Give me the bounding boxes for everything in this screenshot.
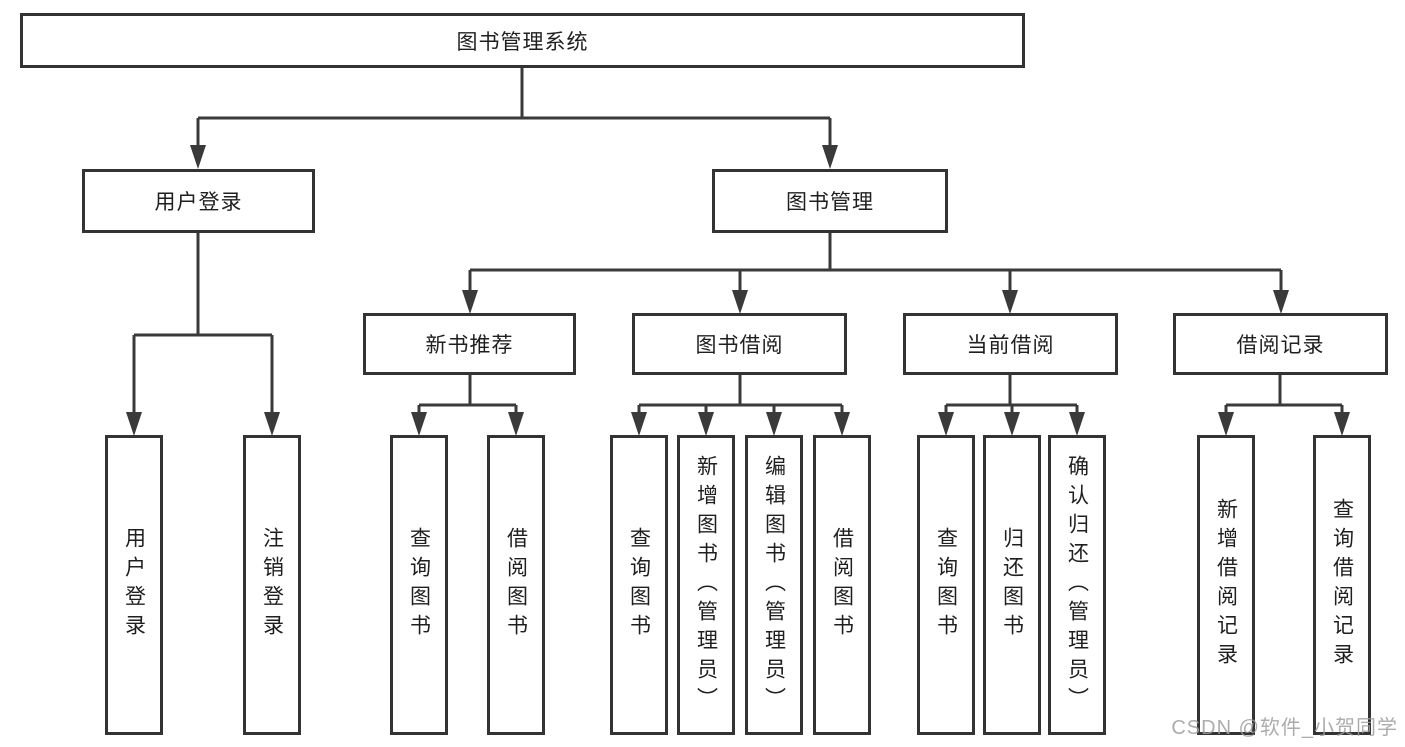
leaf-bb-edit-books-admin: 编辑图书（管理员）: [745, 435, 803, 735]
connector-new-book-rec-children: [411, 375, 524, 436]
leaf-br-add-record: 新增借阅记录: [1197, 435, 1255, 735]
node-book-mgmt-label: 图书管理: [786, 191, 874, 214]
connector-borrow-records-children: [1218, 375, 1350, 436]
leaf-nbr-query-books-label: 查询图书: [407, 527, 431, 643]
node-current-borrow-label: 当前借阅: [966, 334, 1055, 357]
connector-user-login-children: [126, 233, 280, 436]
leaf-nbr-borrow-books-label: 借阅图书: [504, 527, 528, 643]
connector-book-borrow-children: [631, 375, 850, 436]
leaf-bb-borrow-books-label: 借阅图书: [830, 527, 854, 643]
leaf-bb-add-books-admin-label: 新增图书（管理员）: [694, 454, 718, 716]
connector-current-borrow-children: [938, 375, 1085, 436]
node-new-book-rec-label: 新书推荐: [425, 334, 514, 357]
node-book-borrow: 图书借阅: [632, 313, 847, 375]
leaf-cb-confirm-return-admin-label: 确认归还（管理员）: [1065, 454, 1089, 716]
leaf-cb-return-books: 归还图书: [983, 435, 1041, 735]
node-borrow-records: 借阅记录: [1173, 313, 1388, 375]
node-book-borrow-label: 图书借阅: [695, 334, 784, 357]
leaf-logout-login-label: 注销登录: [260, 527, 284, 643]
leaf-cb-query-books-label: 查询图书: [934, 527, 958, 643]
node-new-book-rec: 新书推荐: [363, 313, 576, 375]
leaf-br-query-record-label: 查询借阅记录: [1330, 498, 1354, 672]
leaf-bb-query-books-label: 查询图书: [627, 527, 651, 643]
leaf-bb-edit-books-admin-label: 编辑图书（管理员）: [762, 454, 786, 716]
leaf-cb-confirm-return-admin: 确认归还（管理员）: [1048, 435, 1106, 735]
leaf-br-query-record: 查询借阅记录: [1313, 435, 1371, 735]
node-book-mgmt: 图书管理: [712, 169, 948, 233]
leaf-cb-query-books: 查询图书: [917, 435, 975, 735]
node-root-label: 图书管理系统: [456, 30, 589, 54]
leaf-user-login-label: 用户登录: [122, 527, 146, 643]
node-user-login-label: 用户登录: [154, 191, 243, 214]
watermark-text: CSDN @软件_小贺同学: [1171, 717, 1398, 739]
leaf-nbr-query-books: 查询图书: [390, 435, 448, 735]
leaf-bb-query-books: 查询图书: [610, 435, 668, 735]
leaf-logout-login: 注销登录: [243, 435, 301, 735]
node-current-borrow: 当前借阅: [903, 313, 1118, 375]
node-user-login: 用户登录: [82, 169, 315, 233]
leaf-br-add-record-label: 新增借阅记录: [1214, 498, 1238, 672]
leaf-nbr-borrow-books: 借阅图书: [487, 435, 545, 735]
connector-book-mgmt-sections: [462, 233, 1289, 314]
connector-root-to-level2: [190, 68, 838, 169]
leaf-cb-return-books-label: 归还图书: [1000, 527, 1024, 643]
node-root: 图书管理系统: [20, 13, 1025, 68]
leaf-bb-borrow-books: 借阅图书: [813, 435, 871, 735]
leaf-bb-add-books-admin: 新增图书（管理员）: [677, 435, 735, 735]
leaf-user-login: 用户登录: [105, 435, 163, 735]
node-borrow-records-label: 借阅记录: [1236, 334, 1325, 357]
